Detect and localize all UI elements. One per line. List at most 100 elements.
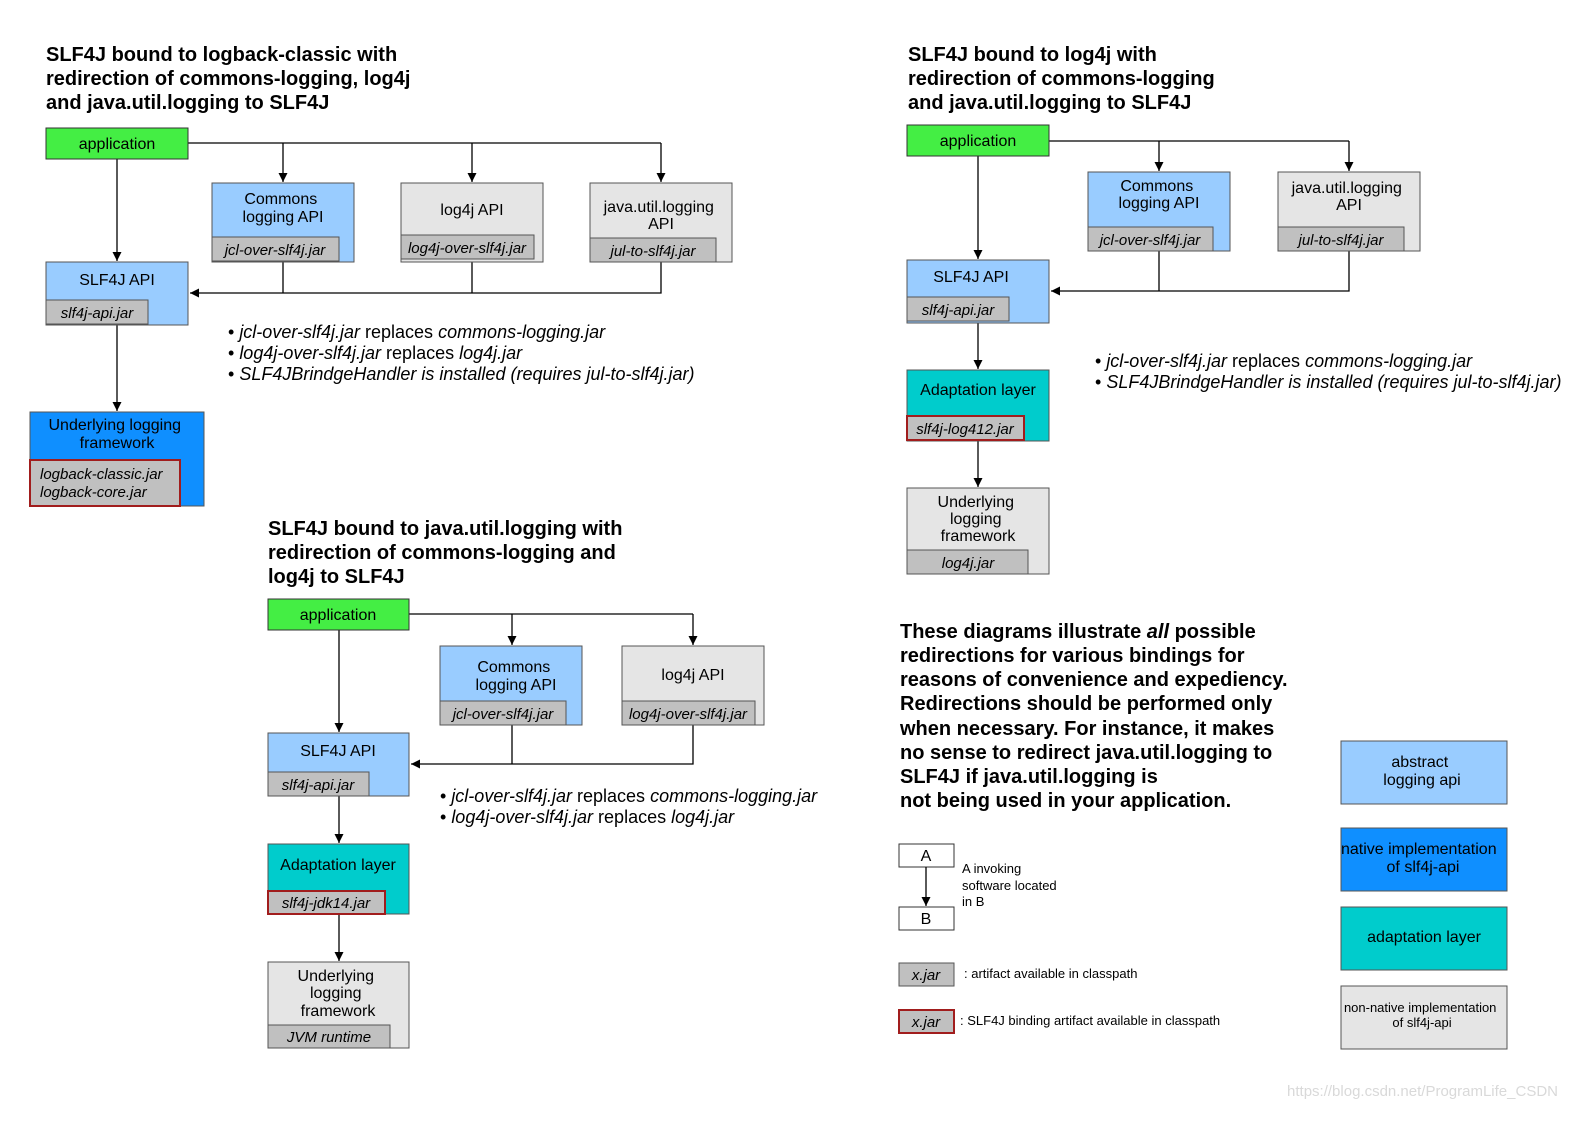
diagram2-application-box: application (906, 124, 1050, 157)
diagram1-note-3: • SLF4JBrindgeHandler is installed (requ… (228, 364, 695, 384)
legend-adaptation-layer: adaptation layer (1340, 906, 1508, 971)
diagram2-title: SLF4J bound to log4j with redirection of… (908, 44, 1220, 114)
diagram3-commons-logging-label: Commons logging API (476, 659, 557, 694)
diagram2-jul-api-label: java.util.logging API (1291, 180, 1407, 214)
diagram3-connectors (334, 613, 698, 961)
description-line-3: reasons of convenience and expediency. (900, 669, 1288, 691)
diagram2-commons-logging-label: Commons logging API (1119, 178, 1200, 212)
diagram1-application-label: application (79, 136, 156, 153)
diagram1-log4j-api-box: log4j API log4j-over-slf4j.jar (400, 182, 544, 263)
watermark: https://blog.csdn.net/ProgramLife_CSDN (1287, 1083, 1558, 1100)
diagram1-note-2: • log4j-over-slf4j.jar replaces log4j.ja… (228, 343, 523, 363)
diagram1-jul-api-label: java.util.logging API (603, 199, 719, 233)
diagram1-jul-api-box: java.util.logging API jul-to-slf4j.jar (589, 182, 733, 263)
diagram2-slf4j-api-jar: slf4j-api.jar (922, 302, 996, 319)
legend-binding-text: : SLF4J binding artifact available in cl… (960, 1013, 1220, 1028)
legend: A B A invoking software located in B x.j… (898, 740, 1508, 1050)
svg-text:native implementation: native implementation of slf4j-api (1341, 841, 1501, 876)
description-line-5: when necessary. For instance, it makes (899, 718, 1274, 740)
diagram2-notes: • jcl-over-slf4j.jar replaces commons-lo… (1095, 351, 1562, 392)
diagram2-slf4j-log412-jar: slf4j-log412.jar (916, 421, 1015, 438)
diagram1-log4j-api-label: log4j API (440, 202, 503, 219)
diagram2-adaptation-label: Adaptation layer (920, 382, 1036, 399)
diagram3-slf4j-jdk14-jar: slf4j-jdk14.jar (282, 895, 371, 912)
diagram1-jul-to-slf4j-jar: jul-to-slf4j.jar (608, 243, 696, 260)
diagram2-jul-api-box: java.util.logging API jul-to-slf4j.jar (1277, 171, 1421, 252)
legend-a-label: A (921, 848, 932, 865)
description-line-1: These diagrams illustrate all possible (900, 621, 1256, 643)
diagram2-application-label: application (940, 133, 1017, 150)
diagram1-note-1: • jcl-over-slf4j.jar replaces commons-lo… (228, 322, 606, 342)
diagram1-slf4j-api-jar: slf4j-api.jar (61, 305, 135, 322)
legend-binding-jar-sample: x.jar (911, 1014, 941, 1031)
diagram1-title: SLF4J bound to logback-classic with redi… (46, 44, 416, 114)
diagram3-note-1: • jcl-over-slf4j.jar replaces commons-lo… (440, 786, 818, 806)
legend-binding-artifact: x.jar : SLF4J binding artifact available… (898, 1009, 1220, 1034)
description-paragraph: These diagrams illustrate all possible r… (899, 621, 1288, 812)
description-line-7: SLF4J if java.util.logging is (900, 766, 1158, 788)
diagram2-underlying-label: Underlying logging framework (938, 494, 1019, 545)
diagram2-underlying-framework-box: Underlying logging framework log4j.jar (906, 487, 1050, 575)
diagram3-adaptation-layer-box: Adaptation layer slf4j-jdk14.jar (267, 843, 410, 915)
description-line-8: not being used in your application. (900, 790, 1231, 812)
diagram3-slf4j-api-label: SLF4J API (300, 743, 376, 760)
diagram3-underlying-label: Underlying logging framework (298, 968, 379, 1020)
diagram1-slf4j-api-label: SLF4J API (79, 272, 155, 289)
diagram3-commons-logging-box: Commons logging API jcl-over-slf4j.jar (439, 645, 583, 726)
diagram1-application-box: application (45, 127, 189, 160)
legend-invocation: A B A invoking software located in B (898, 843, 1060, 931)
legend-native-implementation: native implementation of slf4j-api (1340, 827, 1508, 892)
diagram2-note-1: • jcl-over-slf4j.jar replaces commons-lo… (1095, 351, 1473, 371)
diagram3-application-label: application (300, 607, 377, 624)
diagram2-commons-logging-box: Commons logging API jcl-over-slf4j.jar (1087, 171, 1231, 252)
diagram2-connectors (973, 140, 1354, 487)
diagram1-notes: • jcl-over-slf4j.jar replaces commons-lo… (228, 322, 695, 384)
diagram3-jvm-runtime: JVM runtime (286, 1029, 371, 1046)
svg-text:non-native implementation: non-native implementation of slf4j-api (1344, 1000, 1500, 1030)
diagram3-application-box: application (267, 598, 410, 631)
legend-jar-sample: x.jar (911, 967, 941, 984)
diagram3-note-2: • log4j-over-slf4j.jar replaces log4j.ja… (440, 807, 735, 827)
diagram1-commons-logging-label: Commons logging API (243, 191, 324, 226)
svg-text:adaptation layer: adaptation layer (1367, 929, 1482, 946)
diagram3-log4j-api-label: log4j API (661, 667, 724, 684)
diagram2-adaptation-layer-box: Adaptation layer slf4j-log412.jar (906, 369, 1050, 442)
diagram2-slf4j-api-label: SLF4J API (933, 269, 1009, 286)
diagram3-adaptation-label: Adaptation layer (280, 857, 396, 874)
diagram2-log4j-jar: log4j.jar (942, 555, 996, 572)
diagram2-slf4j-api-box: SLF4J API slf4j-api.jar (906, 259, 1050, 324)
diagram1-logback-jars: logback-classic.jar logback-core.jar (40, 466, 167, 501)
diagram3-underlying-framework-box: Underlying logging framework JVM runtime (267, 961, 410, 1049)
description-line-2: redirections for various bindings for (900, 645, 1245, 667)
diagram3-log4j-api-box: log4j API log4j-over-slf4j.jar (621, 645, 765, 726)
diagram1-connectors (112, 142, 666, 411)
diagram1-underlying-framework-box: Underlying logging framework logback-cla… (29, 411, 205, 507)
diagram1-slf4j-api-box: SLF4J API slf4j-api.jar (45, 261, 189, 326)
diagram3-notes: • jcl-over-slf4j.jar replaces commons-lo… (440, 786, 818, 827)
diagram-jul: SLF4J bound to java.util.logging with re… (267, 518, 818, 1049)
diagram1-log4j-over-slf4j-jar: log4j-over-slf4j.jar (408, 240, 527, 257)
diagram3-jcl-over-slf4j-jar: jcl-over-slf4j.jar (451, 706, 555, 723)
diagram1-underlying-label: Underlying logging framework (49, 417, 186, 452)
diagram3-slf4j-api-jar: slf4j-api.jar (282, 777, 356, 794)
diagram2-jul-to-slf4j-jar: jul-to-slf4j.jar (1296, 232, 1384, 249)
diagram2-jcl-over-slf4j-jar: jcl-over-slf4j.jar (1098, 232, 1202, 249)
diagram-log4j: SLF4J bound to log4j with redirection of… (906, 44, 1562, 575)
diagram3-log4j-over-slf4j-jar: log4j-over-slf4j.jar (629, 706, 748, 723)
description-line-6: no sense to redirect java.util.logging t… (900, 742, 1272, 764)
diagram-logback: SLF4J bound to logback-classic with redi… (29, 44, 733, 507)
legend-abstract-api: abstract logging api (1340, 740, 1508, 805)
diagram1-commons-logging-box: Commons logging API jcl-over-slf4j.jar (211, 182, 355, 263)
diagram3-slf4j-api-box: SLF4J API slf4j-api.jar (267, 732, 410, 797)
diagram3-title: SLF4J bound to java.util.logging with re… (268, 518, 628, 588)
diagram1-jcl-over-slf4j-jar: jcl-over-slf4j.jar (223, 242, 327, 259)
svg-text:abstract logging api: abstract logging api (1383, 754, 1460, 789)
legend-b-label: B (921, 911, 932, 928)
legend-artifact-text: : artifact available in classpath (964, 966, 1137, 981)
diagram2-note-2: • SLF4JBrindgeHandler is installed (requ… (1095, 372, 1562, 392)
legend-artifact: x.jar : artifact available in classpath (898, 962, 1137, 987)
legend-non-native-implementation: non-native implementation of slf4j-api (1340, 985, 1508, 1050)
legend-invoking-text: A invoking software located in B (962, 861, 1060, 909)
description-line-4: Redirections should be performed only (900, 693, 1273, 715)
